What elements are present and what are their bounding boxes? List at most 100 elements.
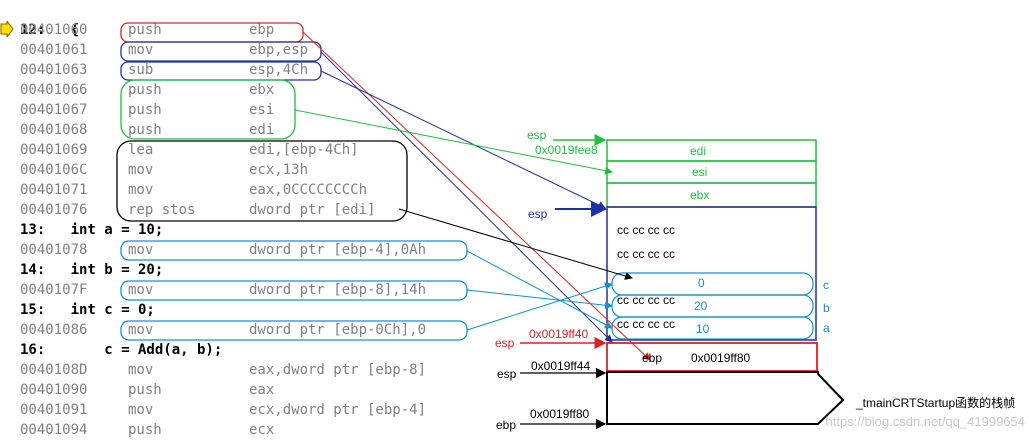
source-text: 15: int c = 0; <box>20 302 155 318</box>
cc-row-3: cc cc cc cc <box>617 293 676 307</box>
asm-operand: edi,[ebp-4Ch] <box>249 142 359 158</box>
asm-mnemonic: push <box>128 82 162 98</box>
highlight-mov-ebp-esp <box>120 41 322 62</box>
asm-address: 00401069 <box>20 142 88 158</box>
asm-operand: ebp <box>249 22 275 38</box>
asm-mnemonic: push <box>128 382 162 398</box>
asm-operand: ecx <box>249 422 275 438</box>
name-b: b <box>823 301 830 315</box>
asm-operand: edi <box>249 122 275 138</box>
source-line: 16: c = Add(a, b); <box>0 340 520 360</box>
mid-esp-label: esp <box>528 207 548 221</box>
asm-operand: ebx <box>249 82 275 98</box>
asm-address: 00401094 <box>20 422 88 438</box>
cc-row-1: cc cc cc cc <box>617 223 676 237</box>
esi-text: esi <box>692 165 708 179</box>
asm-address: 00401071 <box>20 182 88 198</box>
asm-mnemonic: mov <box>128 162 154 178</box>
highlight-push-regs <box>120 79 296 140</box>
current-instruction-arrow-icon <box>0 19 14 41</box>
top-esp-address: 0x0019fee8 <box>535 143 598 157</box>
name-c: c <box>823 278 829 292</box>
asm-mnemonic: mov <box>128 42 154 58</box>
asm-operand: ebp,esp <box>249 42 309 58</box>
asm-operand: dword ptr [ebp-4],0Ah <box>249 242 427 258</box>
asm-address: 00401076 <box>20 202 88 218</box>
name-a: a <box>823 321 830 335</box>
source-text: 14: int b = 20; <box>20 262 164 278</box>
asm-address: 00401090 <box>20 382 88 398</box>
edi-text: edi <box>690 144 707 158</box>
asm-mnemonic: mov <box>128 362 154 378</box>
asm-address: 00401061 <box>20 42 88 58</box>
asm-mnemonic: mov <box>128 182 154 198</box>
link-push-regs <box>294 109 613 175</box>
ebp-frame-esp-label: esp <box>495 336 515 350</box>
link-mov-a <box>466 250 613 329</box>
asm-mnemonic: mov <box>128 322 154 338</box>
asm-address: 0040107F <box>20 282 88 298</box>
asm-line: 0040107F mov dword ptr [ebp-8],14h <box>0 280 520 300</box>
asm-mnemonic: push <box>128 22 162 38</box>
asm-operand: ecx,dword ptr [ebp-4] <box>249 402 427 418</box>
asm-line: 00401091 mov ecx,dword ptr [ebp-4] <box>0 400 520 420</box>
highlight-sub-esp <box>120 61 322 81</box>
asm-line: 00401094 push ecx <box>0 420 520 440</box>
source-line: 14: int b = 20; <box>0 260 520 280</box>
esp-address-2: 0x0019ff44 <box>531 359 591 373</box>
esp-label-2: esp <box>497 367 517 381</box>
asm-address: 00401066 <box>20 82 88 98</box>
asm-operand: dword ptr [ebp-8],14h <box>249 282 427 298</box>
asm-address: 00401063 <box>20 62 88 78</box>
link-push-ebp <box>302 31 651 361</box>
stack-local-area <box>606 206 817 341</box>
cc-row-2: cc cc cc cc <box>617 247 676 261</box>
saved-ebp-label: ebp <box>642 351 663 365</box>
source-line: 12: { <box>20 22 80 38</box>
value-c: 0 <box>698 276 705 290</box>
source-line: 13: int a = 10; <box>0 220 520 240</box>
asm-operand: ecx,13h <box>249 162 309 178</box>
ebp-frame-address: 0x0019ff40 <box>529 327 589 341</box>
top-esp-label: esp <box>527 128 547 142</box>
asm-mnemonic: lea <box>128 142 154 158</box>
asm-mnemonic: push <box>128 102 162 118</box>
asm-address: 00401091 <box>20 402 88 418</box>
highlight-mov-c <box>120 320 468 341</box>
ebp-label-2: ebp <box>496 418 517 432</box>
asm-address: 00401086 <box>20 322 88 338</box>
link-init-loop <box>398 208 633 280</box>
highlight-init-loop <box>116 140 408 222</box>
asm-line: 0040108D mov eax,dword ptr [ebp-8] <box>0 360 520 380</box>
asm-mnemonic: push <box>128 422 162 438</box>
asm-operand: dword ptr [edi] <box>249 202 376 218</box>
asm-operand: eax <box>249 382 275 398</box>
highlight-mov-a <box>120 240 468 261</box>
highlight-push-ebp <box>120 22 304 43</box>
asm-line: 00401090 push eax <box>0 380 520 400</box>
asm-mnemonic: mov <box>128 282 154 298</box>
asm-mnemonic: mov <box>128 402 154 418</box>
value-b: 20 <box>694 299 708 313</box>
asm-operand: eax,dword ptr [ebp-8] <box>249 362 427 378</box>
source-text: 16: c = Add(a, b); <box>20 342 223 358</box>
asm-address: 00401078 <box>20 242 88 258</box>
asm-line: 00401069 lea edi,[ebp-4Ch] <box>0 140 520 160</box>
source-text: 13: int a = 10; <box>20 222 164 238</box>
link-mov-ebp-esp <box>320 51 613 343</box>
asm-address: 00401060 <box>20 22 88 38</box>
asm-line: 00401061 mov ebp,esp <box>0 40 520 60</box>
ebp-address-2: 0x0019ff80 <box>530 407 590 421</box>
caller-frame-label: _tmainCRTStartup函数的栈帧 <box>856 396 1016 410</box>
asm-address: 0040108D <box>20 362 88 378</box>
ebx-text: ebx <box>690 188 710 202</box>
asm-address: 00401068 <box>20 122 88 138</box>
